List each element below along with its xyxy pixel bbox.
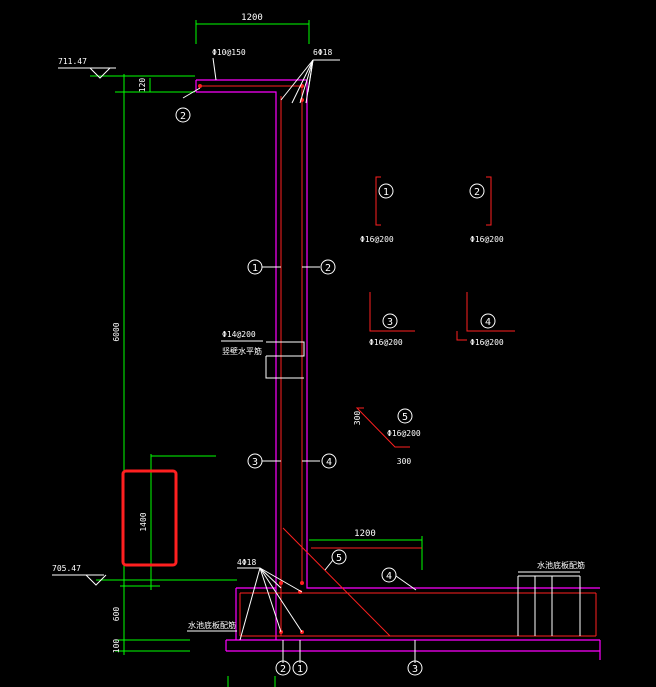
legend-spec-2: Φ16@200	[470, 235, 504, 244]
legend-circle-2	[469, 183, 485, 199]
elevation-bottom: 705.47	[52, 564, 81, 573]
mark-circle-2-bot	[275, 660, 291, 676]
legend-mark-1: 1	[383, 187, 389, 198]
legend-circle-4	[480, 313, 496, 329]
mark-circle-2-top	[175, 107, 191, 123]
note-base-corner: 4Φ18	[237, 558, 256, 567]
elevation-top: 711.47	[58, 57, 87, 66]
mark-1-mid: 1	[252, 263, 258, 274]
dim-lower-600: 600	[112, 607, 121, 622]
note-top-stirrup: Φ10@150	[212, 48, 246, 57]
legend-shapes	[355, 176, 515, 448]
mark-2-bot: 2	[280, 664, 286, 675]
mark-3-bot: 3	[412, 664, 418, 675]
wall-outline	[195, 79, 601, 660]
annotation-lines	[52, 57, 581, 663]
legend-spec-1: Φ16@200	[360, 235, 394, 244]
legend-spec-3: Φ16@200	[369, 338, 403, 347]
reference-marks	[175, 107, 496, 676]
mark-5-base: 5	[336, 553, 342, 564]
mark-2-top: 2	[180, 111, 186, 122]
legend-circle-3	[382, 313, 398, 329]
legend-mark-3: 3	[387, 317, 393, 328]
legend-circle-5	[397, 408, 413, 424]
mark-circle-5-base	[331, 549, 347, 565]
dim-top-thickness: 120	[138, 78, 147, 93]
mark-1-bot: 1	[297, 664, 303, 675]
dim-highlight-seg: 1400	[139, 512, 148, 531]
note-top-corner: 6Φ18	[313, 48, 332, 57]
dim-top-width: 1200	[241, 13, 263, 23]
legend-5-leg2: 300	[397, 457, 412, 466]
mark-circle-3-bot	[407, 660, 423, 676]
note-base-right: 水池底板配筋	[537, 560, 585, 570]
legend-mark-4: 4	[485, 317, 491, 328]
legend-spec-4: Φ16@200	[470, 338, 504, 347]
mark-circle-1-mid	[247, 259, 263, 275]
mark-numbers: 2 1 2 3 4 5 4 2 1 3 1 2 3 4 5	[180, 111, 491, 675]
mark-circle-4-base	[381, 567, 397, 583]
mark-4-base: 4	[386, 571, 392, 582]
mark-circle-3-mid	[247, 453, 263, 469]
legend-circle-1	[378, 183, 394, 199]
legend-mark-5: 5	[402, 412, 408, 423]
dim-lower-100: 100	[112, 639, 121, 654]
note-mid-bars: Φ14@200	[222, 330, 256, 339]
dim-wall-height: 6000	[112, 322, 121, 341]
note-mid-text: 竖壁水平筋	[222, 346, 262, 356]
mark-circle-4-mid	[321, 453, 337, 469]
selection-highlight[interactable]	[121, 469, 178, 567]
legend-mark-2: 2	[474, 187, 480, 198]
note-base-left: 水池底板配筋	[188, 620, 236, 630]
mark-3-mid: 3	[252, 457, 258, 468]
dim-base-width: 1200	[354, 529, 376, 539]
mark-circle-1-bot	[292, 660, 308, 676]
mark-2-mid: 2	[325, 263, 331, 274]
legend-spec-5: Φ16@200	[387, 429, 421, 438]
dimension-lines	[90, 20, 423, 687]
legend-5-leg1: 300	[353, 411, 362, 426]
mark-circle-2-mid	[320, 259, 336, 275]
mark-4-mid: 4	[326, 457, 332, 468]
rebar-lines	[198, 84, 597, 637]
